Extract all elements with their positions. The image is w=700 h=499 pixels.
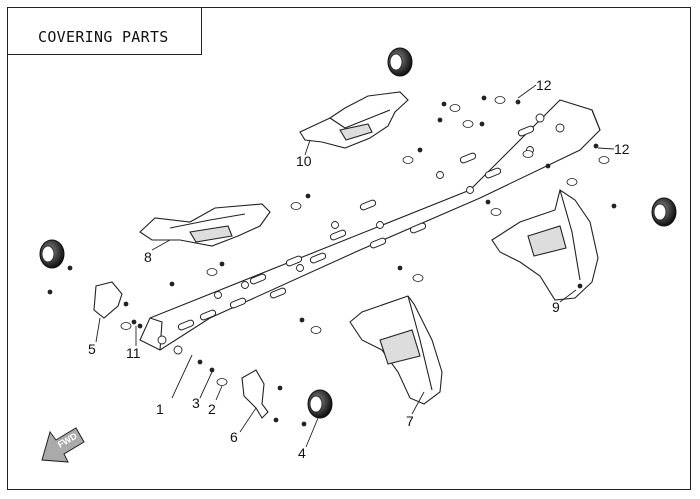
callout-9: 9 bbox=[552, 299, 560, 315]
callout-11: 11 bbox=[126, 345, 141, 361]
title-block: COVERING PARTS bbox=[8, 8, 202, 55]
callout-2: 2 bbox=[208, 401, 216, 417]
callout-7: 7 bbox=[406, 413, 414, 429]
knob-part-4 bbox=[307, 389, 333, 419]
callout-12-top: 12 bbox=[536, 77, 552, 93]
callout-4: 4 bbox=[298, 445, 306, 461]
callout-12-right: 12 bbox=[614, 141, 630, 157]
knob-top bbox=[387, 47, 413, 77]
leader-lines bbox=[95, 84, 615, 448]
callout-3: 3 bbox=[192, 395, 200, 411]
knob-right bbox=[651, 197, 677, 227]
diagram-title: COVERING PARTS bbox=[38, 28, 169, 46]
callout-5: 5 bbox=[88, 341, 96, 357]
callout-10: 10 bbox=[296, 153, 312, 169]
callout-6: 6 bbox=[230, 429, 238, 445]
cover-part-7 bbox=[349, 295, 443, 405]
bracket-part-5 bbox=[93, 281, 123, 319]
fasteners bbox=[47, 95, 617, 427]
skid-plate-part-1 bbox=[139, 99, 601, 355]
bracket-part-6 bbox=[241, 369, 269, 419]
cover-part-10 bbox=[299, 91, 409, 149]
cover-part-8 bbox=[139, 203, 271, 247]
knob-left bbox=[39, 239, 65, 269]
fwd-arrow-icon: FWD bbox=[41, 427, 85, 463]
callout-1: 1 bbox=[156, 401, 164, 417]
callout-8: 8 bbox=[144, 249, 152, 265]
drawing-frame bbox=[7, 7, 691, 490]
cover-part-9 bbox=[491, 189, 599, 301]
